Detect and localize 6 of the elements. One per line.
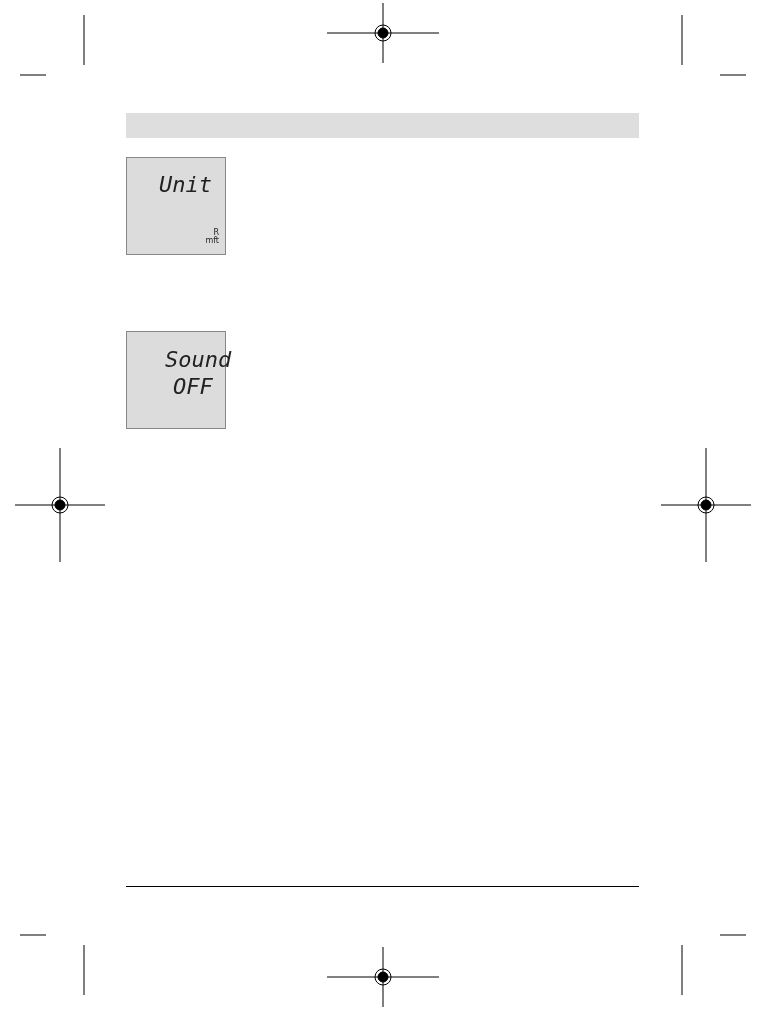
display-text: Unit (159, 172, 212, 197)
display-text: Sound (165, 347, 232, 372)
unit-indicator: R (213, 228, 219, 237)
display-panel (126, 157, 226, 255)
display-text: OFF (173, 374, 213, 399)
unit-indicator: mft (205, 236, 219, 245)
